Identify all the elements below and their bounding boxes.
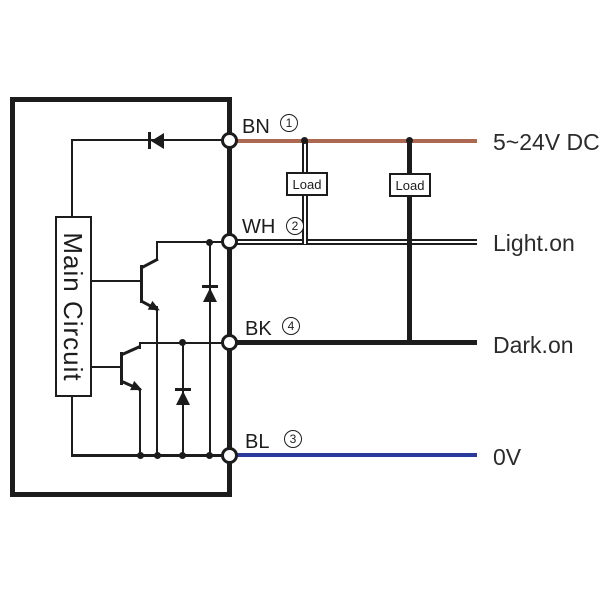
terminal-wh	[221, 233, 238, 250]
load2-box: Load	[389, 173, 431, 197]
load2-branch-wire	[407, 141, 412, 343]
t1-base-bar	[140, 265, 143, 303]
bl-wire	[236, 453, 477, 457]
pin-digit: 3	[289, 432, 297, 446]
diode-left-icon	[151, 133, 164, 149]
load1-label: Load	[292, 176, 322, 192]
bn-wire	[236, 139, 477, 143]
junction-dot	[154, 452, 161, 459]
junction-dot	[406, 137, 413, 144]
t1-emitter-wire	[156, 306, 158, 456]
t1-collector-wire	[156, 242, 158, 261]
t2-base-bar	[120, 352, 123, 385]
diode1-bar	[202, 285, 218, 288]
junction-dot	[137, 452, 144, 459]
bk-pin-number: 4	[282, 317, 300, 335]
dark-on-label: Dark.on	[493, 332, 574, 358]
junction-dot	[206, 452, 213, 459]
t2-base-lead	[90, 366, 122, 368]
wh-pin-number: 2	[286, 217, 304, 235]
diode-up-icon	[176, 391, 190, 405]
main-circuit-label: Main Circuit	[58, 232, 88, 382]
main-circuit-box	[55, 216, 92, 397]
diode-bar	[148, 132, 151, 149]
rail-drop	[71, 395, 73, 456]
sensor-housing-box	[10, 97, 232, 497]
zero-volt-rail	[71, 454, 231, 457]
load1-box: Load	[286, 172, 328, 196]
terminal-bk	[221, 334, 238, 351]
junction-dot	[301, 137, 308, 144]
terminal-bn	[221, 132, 238, 149]
bl-label: BL	[245, 431, 270, 453]
bk-wire	[236, 340, 477, 345]
bk-label: BK	[245, 318, 272, 340]
diode-up-icon	[203, 288, 217, 302]
bn-label: BN	[242, 116, 270, 138]
light-on-label: Light.on	[493, 230, 575, 256]
junction-dot	[206, 239, 213, 246]
wh-inner-wire	[156, 241, 231, 243]
load2-label: Load	[395, 177, 425, 193]
diode1-wire	[209, 243, 211, 456]
bn-inner-drop	[71, 139, 73, 216]
pin-digit: 1	[285, 116, 293, 130]
junction-dot	[179, 339, 186, 346]
supply-label: 5~24V DC	[493, 129, 600, 155]
diode2-bar	[175, 388, 191, 391]
pin-digit: 2	[291, 219, 299, 233]
junction-dot	[179, 452, 186, 459]
t1-base-lead	[90, 280, 142, 282]
bl-pin-number: 3	[284, 430, 302, 448]
t2-emitter-wire	[139, 388, 141, 456]
pin-digit: 4	[287, 319, 295, 333]
wh-wire	[237, 239, 477, 245]
zero-volt-label: 0V	[493, 444, 522, 470]
wh-label: WH	[242, 216, 276, 238]
bn-pin-number: 1	[280, 114, 298, 132]
terminal-bl	[221, 447, 238, 464]
